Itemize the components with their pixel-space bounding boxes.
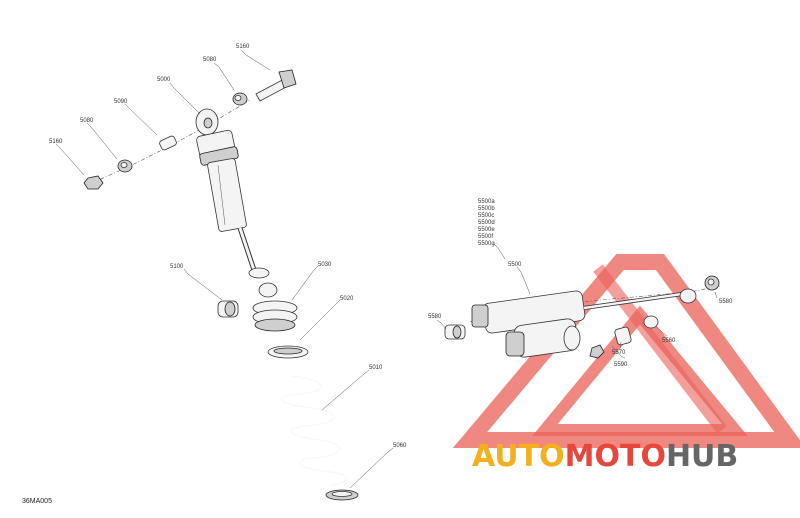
spacer-5080-top [232,92,248,106]
label-5160-left: 5160 [49,139,63,145]
watermark-brand-part-auto: AUTO [472,439,565,474]
label-5100: 5100 [170,264,184,270]
ring-5020 [267,345,309,359]
label-5010: 5010 [369,365,383,371]
label-5160-top: 5160 [236,44,250,50]
label-5500a: 5500a [478,199,495,205]
label-5500g: 5500g [478,241,495,247]
label-5500b: 5500b [478,206,495,212]
label-5060: 5060 [393,443,407,449]
label-5500d: 5500d [478,220,495,226]
sleeve-5570 [614,326,632,346]
rear-shock-assembly: 5500a 5500b 5500c 5500d 5500e 5500f 5500… [428,199,733,368]
label-5570: 5570 [612,350,626,356]
label-5030: 5030 [318,262,332,268]
label-5500: 5500 [508,262,522,268]
coil-spring-5010 [280,375,348,487]
label-5090: 5090 [114,99,128,105]
watermark-brand-part-hub: HUB [666,439,738,474]
shock-lower-eye [258,282,278,298]
rear-shock-body-5500 [471,288,697,358]
label-5560: 5560 [662,338,676,344]
shock-body-5000 [196,129,247,232]
bolt-5160-top [255,69,297,102]
nut-5590 [589,344,605,359]
front-shock-assembly: 5160 5080 5090 5080 5160 5000 5100 5030 … [49,44,407,501]
label-5590: 5590 [614,362,628,368]
drawing-code: 36MA005 [22,498,52,505]
spacer-5580-left [444,324,466,340]
nut-5160-left [83,175,104,190]
spacer-5100 [217,300,239,318]
label-5580-left: 5580 [428,314,442,320]
shock-upper-eye [195,108,219,136]
label-5580-right: 5580 [719,299,733,305]
label-5080-top: 5080 [203,57,217,63]
label-5080-left: 5080 [80,118,94,124]
label-5500f: 5500f [478,234,493,240]
spacer-5080-left [117,159,133,173]
bottom-ring-5060 [325,489,359,501]
spacer-5580-right [704,275,720,291]
shock-shaft [237,227,270,279]
watermark-triangle-inner [532,305,748,436]
label-5500c: 5500c [478,213,494,219]
spacer-5560 [643,315,659,329]
watermark-brand-text: AUTOMOTOHUB [472,439,738,474]
sleeve-5090 [159,135,177,151]
watermark-stroke [593,264,727,434]
label-5020: 5020 [340,296,354,302]
watermark-brand-part-moto: MOTO [565,439,666,474]
label-5000: 5000 [157,77,171,83]
spring-seat-5030 [252,300,298,332]
label-5500e: 5500e [478,227,495,233]
